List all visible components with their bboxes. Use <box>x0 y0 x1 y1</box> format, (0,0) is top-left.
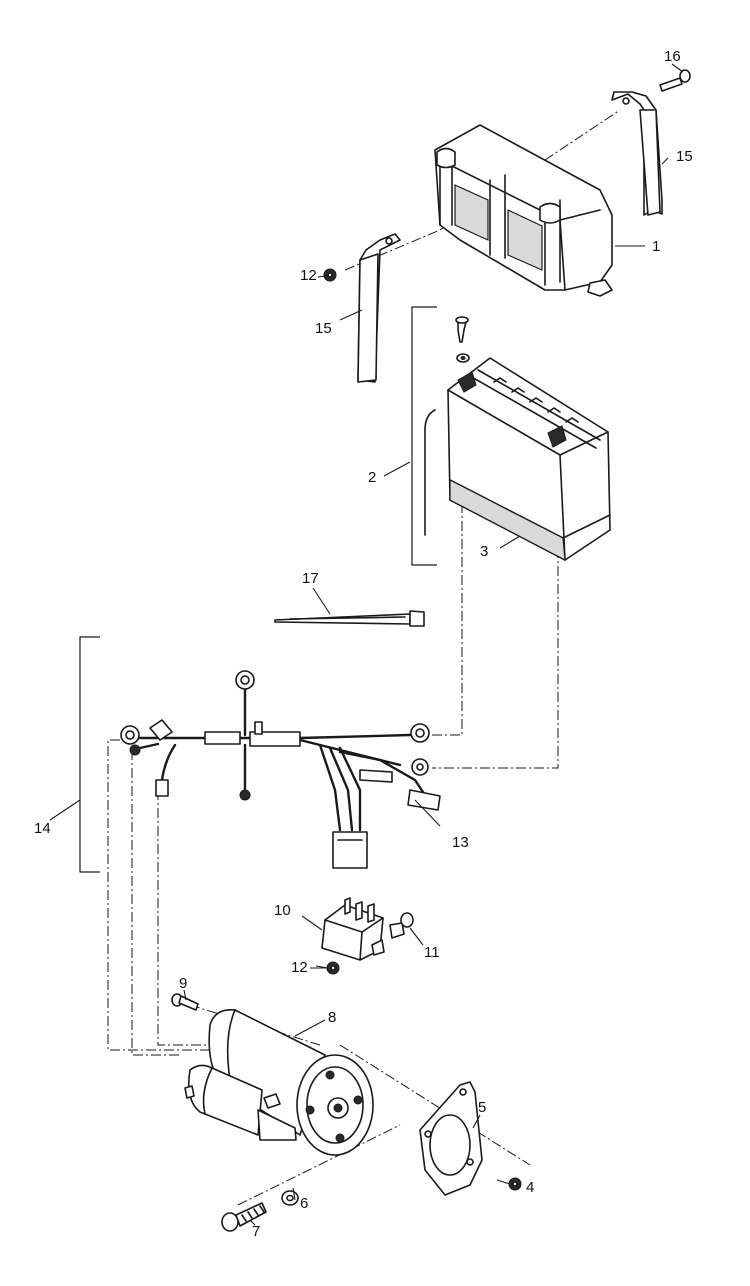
bracket-lower-left <box>357 233 401 383</box>
washer-6 <box>281 1190 299 1206</box>
wiring-harness <box>120 670 441 869</box>
callout-12-lower: 12 <box>291 959 308 976</box>
callout-12-upper: 12 <box>300 267 317 284</box>
callout-13: 13 <box>452 834 469 851</box>
bracket-upper-right <box>611 91 663 216</box>
callout-14: 14 <box>34 820 51 837</box>
bolt-16 <box>659 69 691 92</box>
callout-15-right: 15 <box>676 148 693 165</box>
callout-2: 2 <box>368 469 376 486</box>
callout-10: 10 <box>274 902 291 919</box>
nut-12-lower <box>326 961 340 975</box>
callout-8: 8 <box>328 1009 336 1026</box>
callout-1: 1 <box>652 238 660 255</box>
cable-tie <box>274 610 425 627</box>
battery-cover <box>434 124 613 297</box>
relay <box>321 897 385 961</box>
callout-11: 11 <box>424 944 440 961</box>
callout-17: 17 <box>302 570 319 587</box>
callout-6: 6 <box>300 1195 308 1212</box>
callout-7: 7 <box>252 1223 260 1240</box>
bracket-2 <box>411 306 437 566</box>
callout-9: 9 <box>179 975 187 992</box>
bolt-9 <box>171 993 199 1011</box>
mounting-plate <box>419 1081 483 1196</box>
callout-3: 3 <box>480 543 488 560</box>
battery <box>424 357 611 562</box>
callout-numbers: 1 2 3 4 5 6 7 8 9 10 11 12 12 13 14 15 1… <box>34 48 693 1240</box>
callout-15-left: 15 <box>315 320 332 337</box>
screw-11 <box>389 912 414 939</box>
callout-4: 4 <box>526 1179 534 1196</box>
nut-12-upper <box>323 268 337 282</box>
callout-16: 16 <box>664 48 681 65</box>
starter-motor <box>184 1008 374 1156</box>
nut-4 <box>508 1177 522 1191</box>
bracket-14 <box>79 636 100 873</box>
callout-5: 5 <box>478 1099 486 1116</box>
leader-lines <box>49 63 684 1226</box>
bolt-7 <box>221 1202 267 1232</box>
battery-terminal-hardware <box>455 316 470 363</box>
